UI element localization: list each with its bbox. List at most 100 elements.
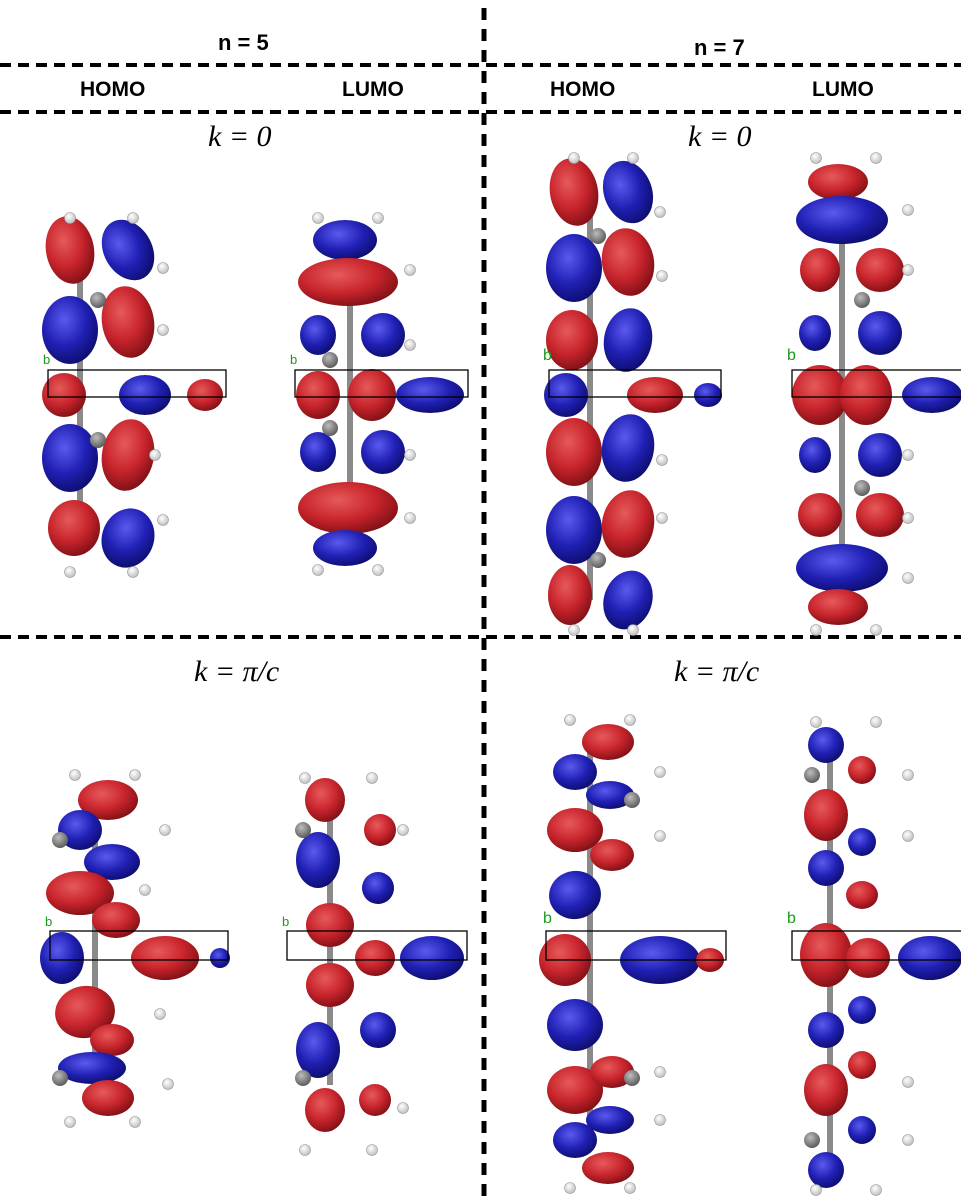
positive-lobe xyxy=(296,371,340,419)
negative-lobe xyxy=(313,530,377,566)
negative-lobe xyxy=(799,437,831,473)
orbital-panel xyxy=(544,152,722,636)
cell-axis-label: b xyxy=(543,347,552,364)
hydrogen-atom xyxy=(159,824,171,836)
negative-lobe xyxy=(546,496,602,564)
negative-lobe xyxy=(362,872,394,904)
carbon-atom xyxy=(52,1070,68,1086)
positive-lobe xyxy=(804,789,848,841)
carbon-atom xyxy=(624,792,640,808)
carbon-atom xyxy=(295,822,311,838)
positive-lobe xyxy=(800,248,840,292)
positive-lobe xyxy=(582,1152,634,1184)
orbital-label-lumo-n5: LUMO xyxy=(342,78,404,101)
negative-lobe xyxy=(858,433,902,477)
negative-lobe xyxy=(296,1022,340,1078)
hydrogen-atom xyxy=(656,512,668,524)
hydrogen-atom xyxy=(154,1008,166,1020)
positive-lobe xyxy=(601,228,655,296)
positive-lobe xyxy=(46,871,114,915)
hydrogen-atom xyxy=(654,206,666,218)
positive-lobe xyxy=(92,902,140,938)
negative-lobe xyxy=(603,570,653,630)
hydrogen-atom xyxy=(870,716,882,728)
hydrogen-atom xyxy=(64,1116,76,1128)
hydrogen-atom xyxy=(372,212,384,224)
orbital-panel xyxy=(286,772,468,1156)
hydrogen-atom xyxy=(397,824,409,836)
negative-lobe xyxy=(549,870,601,920)
negative-lobe xyxy=(808,727,844,763)
orbital-label-homo-n7: HOMO xyxy=(550,78,616,101)
positive-lobe xyxy=(78,780,138,820)
negative-lobe xyxy=(400,936,464,980)
hydrogen-atom xyxy=(564,1182,576,1194)
hydrogen-atom xyxy=(810,1184,822,1196)
negative-lobe xyxy=(858,311,902,355)
carbon-atom xyxy=(295,1070,311,1086)
negative-lobe xyxy=(547,999,603,1051)
orbital-panel xyxy=(294,212,469,576)
hydrogen-atom xyxy=(870,624,882,636)
negative-lobe xyxy=(101,508,155,568)
hydrogen-atom xyxy=(404,264,416,276)
hydrogen-atom xyxy=(810,624,822,636)
carbon-atom xyxy=(90,432,106,448)
positive-lobe xyxy=(547,1066,603,1114)
hydrogen-atom xyxy=(312,212,324,224)
orbital-panel xyxy=(40,769,230,1128)
carbon-atom xyxy=(624,1070,640,1086)
carbon-atom xyxy=(322,420,338,436)
negative-lobe xyxy=(586,1106,634,1134)
negative-lobe xyxy=(361,313,405,357)
negative-lobe xyxy=(544,373,588,417)
hydrogen-atom xyxy=(157,262,169,274)
positive-lobe xyxy=(355,940,395,976)
cell-axis-label: b xyxy=(282,914,290,929)
hydrogen-atom xyxy=(902,204,914,216)
unit-cell-box xyxy=(791,930,961,961)
positive-lobe xyxy=(808,164,868,200)
positive-lobe xyxy=(547,808,603,852)
orbital-panel xyxy=(539,714,727,1194)
negative-lobe xyxy=(42,296,98,364)
negative-lobe xyxy=(300,432,336,472)
positive-lobe xyxy=(856,248,904,292)
unit-cell-box xyxy=(49,930,229,961)
orbital-panel xyxy=(791,152,961,636)
negative-lobe xyxy=(848,1116,876,1144)
k-label-n5-gamma: k = 0 xyxy=(208,120,272,153)
hydrogen-atom xyxy=(654,1066,666,1078)
negative-lobe xyxy=(603,308,653,372)
hydrogen-atom xyxy=(129,1116,141,1128)
negative-lobe xyxy=(848,828,876,856)
hydrogen-atom xyxy=(312,564,324,576)
unit-cell-box xyxy=(548,369,722,398)
unit-cell-box xyxy=(294,369,469,398)
negative-lobe xyxy=(396,377,464,413)
orbital-label-lumo-n7: LUMO xyxy=(812,78,874,101)
positive-lobe xyxy=(298,258,398,306)
hydrogen-atom xyxy=(624,714,636,726)
positive-lobe xyxy=(548,565,592,625)
hydrogen-atom xyxy=(810,152,822,164)
positive-lobe xyxy=(187,379,223,411)
positive-lobe xyxy=(582,724,634,760)
hydrogen-atom xyxy=(902,830,914,842)
positive-lobe xyxy=(627,377,683,413)
positive-lobe xyxy=(364,814,396,846)
hydrogen-atom xyxy=(299,1144,311,1156)
hydrogen-atom xyxy=(654,830,666,842)
positive-lobe xyxy=(848,1051,876,1079)
negative-lobe xyxy=(296,832,340,888)
negative-lobe xyxy=(58,1052,126,1084)
unit-cell-box xyxy=(791,369,961,398)
k-label-n5-zone-edge: k = π/c xyxy=(194,655,280,688)
negative-lobe xyxy=(586,781,634,809)
positive-lobe xyxy=(590,839,634,871)
positive-lobe xyxy=(546,418,602,486)
cell-axis-label: b xyxy=(43,352,51,367)
positive-lobe xyxy=(101,419,155,491)
negative-lobe xyxy=(58,810,102,850)
positive-lobe xyxy=(348,369,396,421)
